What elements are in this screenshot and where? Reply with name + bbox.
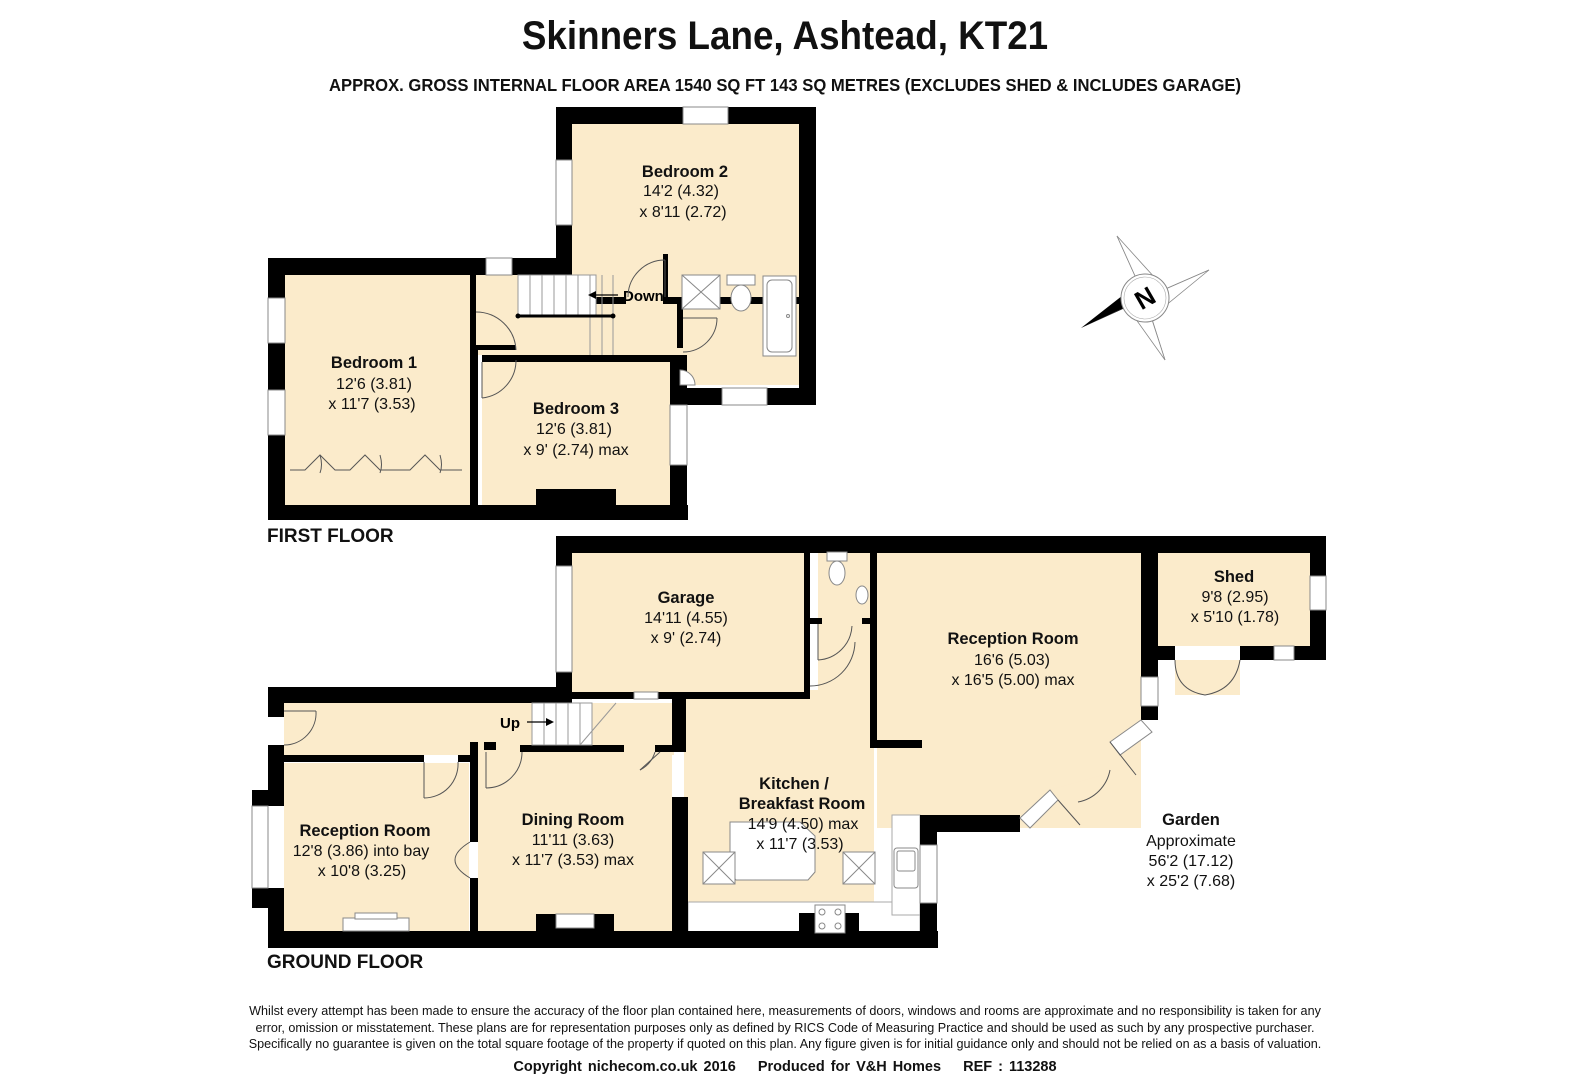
svg-text:11'11 (3.63): 11'11 (3.63) (532, 832, 615, 849)
svg-text:16'6 (5.03): 16'6 (5.03) (974, 652, 1050, 669)
stairs-up-label: Up (500, 715, 520, 732)
svg-text:9'8 (2.95): 9'8 (2.95) (1201, 589, 1268, 606)
north-compass-icon: N (1081, 235, 1210, 361)
svg-text:56'2 (17.12): 56'2 (17.12) (1149, 853, 1234, 870)
first-floor-plan: Down (267, 106, 816, 520)
room-kitchen-breakfast: Kitchen / Breakfast Room 14'9 (4.50) max… (739, 775, 866, 853)
copyright-line: Copyright nichecom.co.uk 2016 Produced f… (0, 1059, 1570, 1075)
stairs-up-arrow-icon (527, 718, 554, 726)
disclaimer: Whilst every attempt has been made to en… (150, 1003, 1420, 1053)
svg-text:Reception Room: Reception Room (299, 822, 430, 840)
plan-title: Skinners Lane, Ashtead, KT21 (521, 14, 1049, 58)
svg-text:x 8'11 (2.72): x 8'11 (2.72) (639, 204, 726, 221)
stairs-down-arrow-icon (588, 291, 618, 299)
room-reception-room-rear: Reception Room 16'6 (5.03) x 16'5 (5.00)… (947, 630, 1078, 689)
disclaimer-line: Whilst every attempt has been made to en… (249, 1004, 1321, 1018)
room-bedroom-3: Bedroom 3 12'6 (3.81) x 9' (2.74) max (523, 400, 628, 459)
svg-text:Bedroom 3: Bedroom 3 (533, 400, 619, 418)
produced-for-text: Produced for V&H Homes (757, 1059, 942, 1075)
svg-text:Dining Room: Dining Room (522, 811, 625, 829)
first-floor-label: FIRST FLOOR (267, 526, 394, 547)
floor-area-subtitle: APPROX. GROSS INTERNAL FLOOR AREA 1540 S… (328, 75, 1242, 95)
svg-text:Shed: Shed (1214, 568, 1254, 586)
svg-text:x 10'8 (3.25): x 10'8 (3.25) (318, 863, 406, 880)
ground-floor-plan: Up (251, 536, 1327, 948)
svg-text:x 11'7 (3.53): x 11'7 (3.53) (328, 396, 415, 413)
svg-text:x 9' (2.74) max: x 9' (2.74) max (523, 442, 628, 459)
disclaimer-line: error, omission or misstatement. These p… (255, 1020, 1315, 1035)
room-bedroom-1: Bedroom 1 12'6 (3.81) x 11'7 (3.53) (328, 354, 417, 413)
svg-text:x 5'10 (1.78): x 5'10 (1.78) (1191, 609, 1279, 626)
svg-text:Bedroom 1: Bedroom 1 (331, 354, 417, 372)
svg-text:12'8 (3.86) into bay: 12'8 (3.86) into bay (293, 843, 429, 860)
svg-text:x 25'2 (7.68): x 25'2 (7.68) (1147, 873, 1235, 890)
svg-text:Reception Room: Reception Room (947, 630, 1078, 648)
svg-text:14'2 (4.32): 14'2 (4.32) (643, 183, 719, 200)
svg-text:12'6 (3.81): 12'6 (3.81) (336, 376, 412, 393)
svg-text:14'9 (4.50) max: 14'9 (4.50) max (748, 816, 859, 833)
reference-number: REF : 113288 (963, 1059, 1057, 1075)
room-garage: Garage 14'11 (4.55) x 9' (2.74) (644, 589, 728, 647)
svg-text:x 16'5 (5.00) max: x 16'5 (5.00) max (951, 672, 1074, 689)
svg-text:Garden: Garden (1162, 811, 1220, 829)
disclaimer-line: Specifically no guarantee is given on th… (248, 1037, 1322, 1051)
svg-text:Garage: Garage (658, 589, 715, 607)
svg-text:x 11'7 (3.53) max: x 11'7 (3.53) max (512, 852, 634, 869)
room-reception-room-front: Reception Room 12'8 (3.86) into bay x 10… (293, 822, 431, 880)
room-bedroom-2: Bedroom 2 14'2 (4.32) x 8'11 (2.72) (639, 163, 728, 221)
svg-text:Breakfast Room: Breakfast Room (739, 795, 866, 813)
svg-text:14'11 (4.55): 14'11 (4.55) (644, 610, 728, 627)
room-shed: Shed 9'8 (2.95) x 5'10 (1.78) (1191, 568, 1279, 626)
svg-text:12'6 (3.81): 12'6 (3.81) (536, 421, 612, 438)
svg-text:x 11'7 (3.53): x 11'7 (3.53) (756, 836, 843, 853)
svg-text:Kitchen /: Kitchen / (759, 775, 829, 793)
copyright-text: Copyright nichecom.co.uk 2016 (513, 1059, 736, 1075)
ground-floor-label: GROUND FLOOR (267, 952, 424, 973)
svg-text:x 9' (2.74): x 9' (2.74) (651, 630, 722, 647)
stairs-down-label: Down (623, 288, 664, 305)
svg-text:Bedroom 2: Bedroom 2 (642, 163, 728, 181)
garden-label: Garden Approximate 56'2 (17.12) x 25'2 (… (1146, 811, 1236, 890)
svg-text:Approximate: Approximate (1146, 833, 1236, 850)
room-dining-room: Dining Room 11'11 (3.63) x 11'7 (3.53) m… (512, 811, 634, 869)
